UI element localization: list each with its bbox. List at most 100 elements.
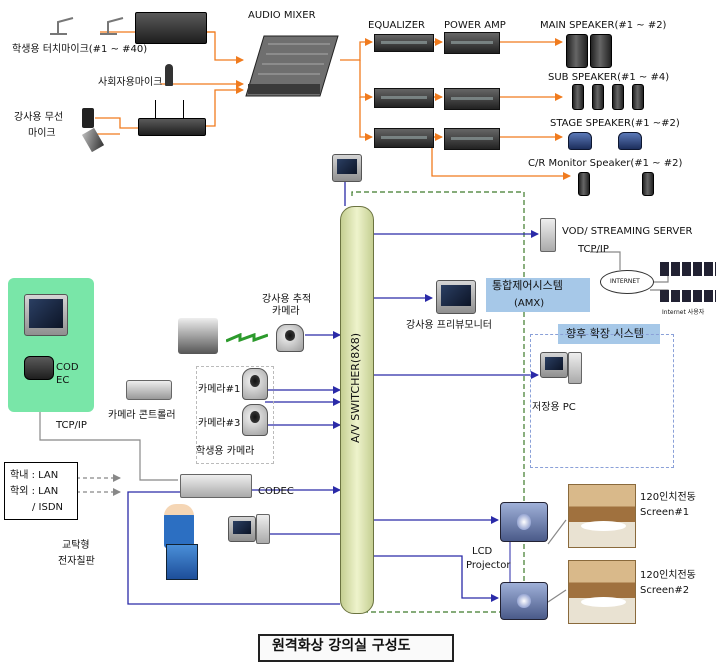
receiver-antenna-right — [183, 100, 184, 118]
equalizer-label: EQUALIZER — [368, 20, 425, 31]
power-amp-label: POWER AMP — [444, 20, 506, 31]
sub-speaker-1 — [572, 84, 584, 110]
lecturer-photo-icon — [178, 318, 218, 354]
student-camera-label: 학생용 카메라 — [196, 446, 255, 457]
power-amp-3 — [444, 128, 500, 150]
lecturer-wireless-mic-label-1: 강사용 무선 — [14, 112, 64, 123]
receiver-antenna-left — [155, 100, 156, 118]
av-switcher-label: A/V SWITCHER(8X8) — [349, 332, 362, 444]
camera1-label: 카메라#1 — [198, 384, 241, 395]
sub-speaker-4 — [632, 84, 644, 110]
tcpip-left-label: TCP/IP — [56, 420, 87, 431]
sub-speaker-2 — [592, 84, 604, 110]
codec-panel-label-2: EC — [56, 375, 70, 386]
stage-speaker-2 — [618, 132, 642, 150]
camera3-label: 카메라#3 — [198, 418, 241, 429]
sub-speaker-label: SUB SPEAKER(#1 ~ #4) — [548, 72, 670, 83]
preview-monitor-label: 강사용 프리뷰모니터 — [406, 320, 492, 331]
future-expansion-label: 향후 확장 시스템 — [566, 327, 644, 340]
camera1-icon — [242, 368, 268, 400]
network-box — [4, 462, 78, 520]
control-dashed-line — [351, 191, 525, 613]
vod-server-label: VOD/ STREAMING SERVER — [562, 226, 693, 237]
main-speaker-2 — [590, 34, 612, 68]
internet-user-pcs-top — [660, 262, 716, 276]
audio-mixer-icon — [244, 32, 340, 100]
network-lan-out-label: 학외 : LAN — [10, 486, 59, 497]
audio-mixer-label: AUDIO MIXER — [248, 10, 316, 21]
switcher-top-monitor-icon — [332, 154, 362, 182]
storage-pc-tower-icon — [568, 352, 582, 384]
tracking-camera-label-2: 카메라 — [272, 306, 300, 317]
stage-speaker-1 — [568, 132, 592, 150]
main-speaker-1 — [566, 34, 588, 68]
podium-label-1: 교탁형 — [62, 540, 90, 551]
camera3-icon — [242, 404, 268, 436]
lcd-projector-label-1: LCD — [472, 546, 493, 557]
equalizer-3 — [374, 128, 434, 148]
student-touch-mic-icon — [45, 16, 165, 36]
lecturer-wireless-mic-label-2: 마이크 — [28, 128, 56, 139]
cr-monitor-speaker-label: C/R Monitor Speaker(#1 ~ #2) — [528, 158, 683, 169]
lcd-projector-1 — [500, 502, 548, 542]
camera-controller-label: 카메라 콘트롤러 — [108, 410, 176, 421]
storage-pc-label: 저장용 PC — [532, 402, 576, 413]
codec-panel-camera-icon — [24, 356, 54, 380]
power-amp-1 — [444, 32, 500, 54]
internet-user-pcs-bottom — [660, 290, 716, 302]
amx-panel — [486, 278, 590, 312]
equalizer-2 — [374, 88, 434, 108]
screen-1-label-2: Screen#1 — [640, 507, 690, 518]
host-mic-label: 사회자용마이크 — [98, 77, 163, 88]
lcd-projector-2 — [500, 582, 548, 620]
lcd-projector-label-2: Projector — [466, 560, 511, 571]
presenter-icon — [164, 504, 194, 548]
tracking-camera-icon — [276, 324, 304, 352]
amx-label-2: (AMX) — [514, 298, 545, 309]
internet-cloud-icon — [600, 270, 654, 294]
amx-label-1: 통합제어시스템 — [492, 279, 563, 292]
internet-label: INTERNET — [610, 278, 640, 285]
podium-label-2: 전자칠판 — [58, 556, 95, 567]
mic-receiver-rack — [135, 12, 207, 44]
future-expansion-box — [530, 334, 674, 468]
main-speaker-label: MAIN SPEAKER(#1 ~ #2) — [540, 20, 667, 31]
cr-monitor-speaker-2 — [642, 172, 654, 196]
preview-monitor-icon — [436, 280, 476, 314]
internet-user-label: Internet 사용자 — [662, 309, 705, 316]
podium-pc-tower-icon — [256, 514, 270, 544]
student-touch-mic-label: 학생용 터치마이크(#1 ~ #40) — [12, 44, 148, 55]
storage-pc-monitor-icon — [540, 352, 568, 378]
page-title: 원격화상 강의실 구성도 — [272, 638, 411, 654]
screen-2-label-2: Screen#2 — [640, 585, 690, 596]
podium-pc-monitor-icon — [228, 516, 256, 542]
av-switcher — [340, 206, 374, 614]
cr-monitor-speaker-1 — [578, 172, 590, 196]
tcpip-right-label: TCP/IP — [578, 244, 609, 255]
vod-server-icon — [540, 218, 556, 252]
host-mic-icon — [165, 64, 173, 86]
signal-bolt-icon — [225, 330, 269, 343]
codec-label: CODEC — [258, 486, 294, 497]
wireless-beltpack-icon — [82, 108, 94, 128]
podium-icon — [166, 544, 198, 580]
equalizer-1 — [374, 34, 434, 52]
codec-panel-display-icon — [24, 294, 68, 336]
network-lan-in-label: 학내 : LAN — [10, 470, 59, 481]
tracking-camera-label-1: 강사용 추적 — [262, 294, 312, 305]
stage-speaker-label: STAGE SPEAKER(#1 ~#2) — [550, 118, 680, 129]
screen-2-room — [568, 560, 636, 624]
power-amp-2 — [444, 88, 500, 110]
student-camera-group — [196, 366, 274, 464]
camera-controller-icon — [126, 380, 172, 400]
screen-1-room — [568, 484, 636, 548]
network-isdn-label: / ISDN — [32, 502, 64, 513]
title-box — [258, 634, 454, 662]
sub-speaker-3 — [612, 84, 624, 110]
wireless-receiver — [138, 118, 206, 136]
codec-panel-label-1: COD — [56, 362, 79, 373]
screen-2-label-1: 120인치전동 — [640, 570, 696, 581]
screen-1-label-1: 120인치전동 — [640, 492, 696, 503]
video-lines — [127, 180, 539, 605]
